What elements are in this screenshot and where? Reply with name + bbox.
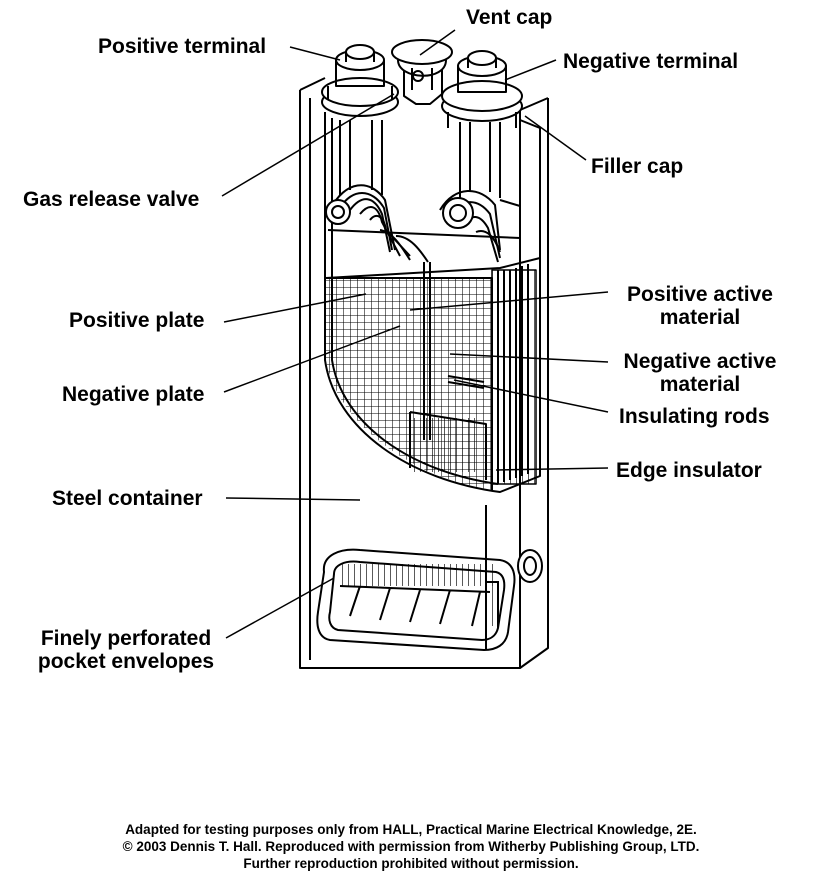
leader-positive-plate <box>223 293 367 323</box>
label-positive-active-material: Positive active material <box>612 283 788 329</box>
negative-terminal-shape <box>441 50 523 128</box>
leader-filler-cap <box>524 115 587 161</box>
label-positive-plate: Positive plate <box>69 309 205 332</box>
label-edge-insulator: Edge insulator <box>616 459 762 482</box>
leader-edge-insulator <box>495 467 609 471</box>
label-negative-plate: Negative plate <box>62 383 205 406</box>
label-gas-release-valve: Gas release valve <box>23 188 200 211</box>
leader-positive-terminal <box>289 46 341 61</box>
label-vent-cap: Vent cap <box>466 6 553 29</box>
leader-negative-plate <box>223 325 401 393</box>
connecting-lugs <box>325 184 521 270</box>
label-pocket-envelopes-line1: Finely perforated <box>40 627 212 650</box>
label-positive-terminal: Positive terminal <box>98 35 267 58</box>
leader-insulating-rods <box>453 379 609 413</box>
credit-line-3: Further reproduction prohibited without … <box>243 856 579 871</box>
label-negative-active-material-line1: Negative active <box>623 350 777 373</box>
pocket-envelope-shape <box>316 548 543 652</box>
leader-gas-release-valve <box>221 93 395 197</box>
label-negative-active-material: Negative active material <box>612 350 788 396</box>
leader-pocket-envelopes <box>225 577 335 639</box>
terminal-posts <box>339 120 501 198</box>
credit-line-2: © 2003 Dennis T. Hall. Reproduced with p… <box>122 839 700 854</box>
label-negative-active-material-line2: material <box>659 373 741 396</box>
credit-note: Adapted for testing purposes only from H… <box>0 821 822 872</box>
label-filler-cap: Filler cap <box>591 155 684 178</box>
leader-positive-active-material <box>409 291 609 311</box>
label-positive-active-material-line2: material <box>659 306 741 329</box>
label-insulating-rods: Insulating rods <box>619 405 770 428</box>
leader-steel-container <box>225 497 361 501</box>
leader-negative-terminal <box>504 59 557 81</box>
edge-insulator-shape <box>409 411 487 480</box>
credit-line-1: Adapted for testing purposes only from H… <box>125 822 697 837</box>
insulating-rods <box>423 262 485 440</box>
leader-lines <box>221 29 609 639</box>
label-positive-active-material-line1: Positive active <box>627 283 773 306</box>
label-pocket-envelopes: Finely perforated pocket envelopes <box>26 627 226 673</box>
leader-vent-cap <box>419 29 456 56</box>
vent-cap-shape <box>391 39 453 105</box>
label-pocket-envelopes-line2: pocket envelopes <box>37 650 215 673</box>
leader-negative-active-material <box>449 353 609 363</box>
positive-terminal-shape <box>321 44 399 117</box>
label-steel-container: Steel container <box>52 487 203 510</box>
label-negative-terminal: Negative terminal <box>563 50 739 73</box>
